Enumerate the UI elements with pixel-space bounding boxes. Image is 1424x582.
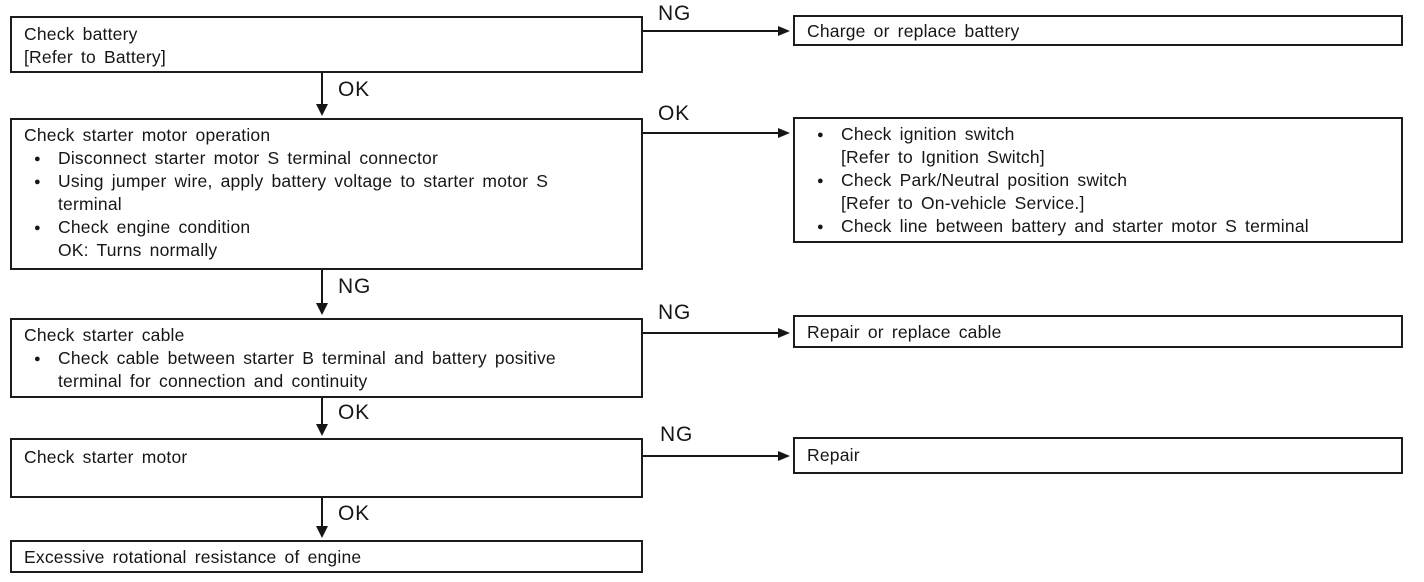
- arrow-down-icon: [316, 424, 328, 436]
- node-check-starter-motor: Check starter motor: [10, 438, 643, 498]
- node-bullet-continuation: OK: Turns normally: [58, 240, 218, 260]
- node-bullet-continuation: [Refer to Ignition Switch]: [841, 147, 1045, 167]
- node-title: Check starter motor operation: [24, 125, 271, 145]
- connector-operation-ok-line: [643, 132, 779, 134]
- node-check-starter-cable: Check starter cable Check cable between …: [10, 318, 643, 398]
- node-bullet: Check Park/Neutral position switch: [805, 169, 1393, 193]
- node-charge-or-replace-battery: Charge or replace battery: [793, 15, 1403, 46]
- connector-battery-ok-label: OK: [338, 78, 370, 101]
- arrow-down-icon: [316, 526, 328, 538]
- node-title: Excessive rotational resistance of engin…: [24, 547, 362, 567]
- node-title: Check starter motor: [24, 447, 188, 467]
- node-bullet-continuation: [Refer to On-vehicle Service.]: [841, 193, 1085, 213]
- connector-cable-ng-label: NG: [658, 301, 692, 324]
- connector-battery-ng-line: [643, 30, 779, 32]
- node-bullet: Disconnect starter motor S terminal conn…: [22, 147, 633, 171]
- connector-cable-ng-line: [643, 332, 779, 334]
- node-repair-or-replace-cable: Repair or replace cable: [793, 315, 1403, 348]
- node-bullet: Check engine condition: [22, 216, 633, 240]
- connector-motor-ok-label: OK: [338, 502, 370, 525]
- node-bullet: Check ignition switch: [805, 123, 1393, 147]
- node-reference: [Refer to Battery]: [24, 47, 166, 67]
- node-title: Charge or replace battery: [807, 21, 1020, 41]
- node-title: Repair: [807, 445, 860, 465]
- connector-cable-ok-line: [321, 398, 323, 425]
- connector-operation-ng-label: NG: [338, 275, 372, 298]
- arrow-down-icon: [316, 104, 328, 116]
- node-bullet: Using jumper wire, apply battery voltage…: [22, 170, 633, 194]
- node-bullet: Check line between battery and starter m…: [805, 215, 1393, 239]
- node-check-battery: Check battery [Refer to Battery]: [10, 16, 643, 73]
- connector-battery-ok-line: [321, 73, 323, 106]
- connector-battery-ng-label: NG: [658, 2, 692, 25]
- node-title: Check battery: [24, 24, 138, 44]
- connector-operation-ok-label: OK: [658, 102, 690, 125]
- node-bullet-continuation: terminal for connection and continuity: [58, 371, 368, 391]
- connector-motor-ok-line: [321, 498, 323, 527]
- node-repair: Repair: [793, 437, 1403, 474]
- node-ignition-checks: Check ignition switch [Refer to Ignition…: [793, 117, 1403, 243]
- arrow-right-icon: [778, 328, 790, 338]
- node-title: Repair or replace cable: [807, 322, 1002, 342]
- connector-motor-ng-label: NG: [660, 423, 694, 446]
- arrow-down-icon: [316, 303, 328, 315]
- arrow-right-icon: [778, 451, 790, 461]
- connector-motor-ng-line: [643, 455, 779, 457]
- node-excessive-rotational-resistance: Excessive rotational resistance of engin…: [10, 540, 643, 573]
- arrow-right-icon: [778, 26, 790, 36]
- node-bullet: Check cable between starter B terminal a…: [22, 347, 633, 371]
- node-title: Check starter cable: [24, 325, 185, 345]
- connector-operation-ng-line: [321, 270, 323, 304]
- connector-cable-ok-label: OK: [338, 401, 370, 424]
- node-check-starter-motor-operation: Check starter motor operation Disconnect…: [10, 118, 643, 270]
- arrow-right-icon: [778, 128, 790, 138]
- node-bullet-continuation: terminal: [58, 194, 122, 214]
